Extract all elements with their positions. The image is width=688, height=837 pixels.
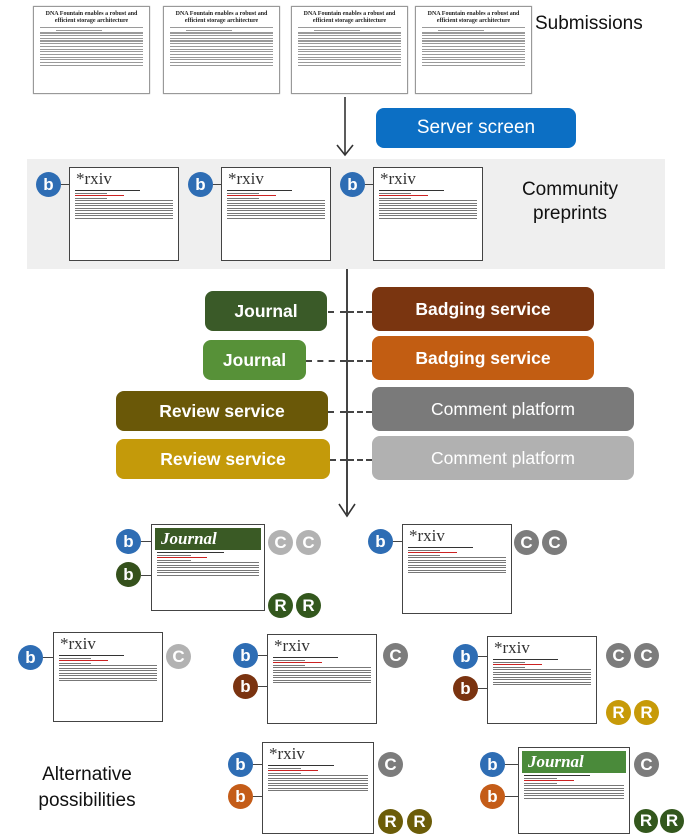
submissions-label: Submissions (535, 13, 643, 34)
submission-paper: DNA Fountain enables a robust and effici… (415, 6, 532, 94)
review-service-box-dark: Review service (116, 391, 328, 431)
server-screen-box: Server screen (376, 108, 576, 148)
c-badge-icon: C (378, 752, 403, 777)
b-badge-icon: b (188, 172, 213, 197)
badging-service-box-light: Badging service (372, 336, 594, 380)
paper-title: DNA Fountain enables a robust and effici… (427, 11, 520, 24)
b-badge-icon: b (368, 529, 393, 554)
badging-service-box-dark: Badging service (372, 287, 594, 331)
preprint-server-name: *rxiv (494, 638, 530, 657)
b-badge-icon: b (228, 752, 253, 777)
b-badge-icon: b (228, 784, 253, 809)
preprint-server-name: *rxiv (76, 169, 112, 188)
paper-title: DNA Fountain enables a robust and effici… (303, 11, 396, 24)
b-badge-icon: b (36, 172, 61, 197)
journal-box-light: Journal (203, 340, 306, 380)
preprint-card: *rxiv (53, 632, 163, 722)
preprint-server-name: *rxiv (274, 636, 310, 655)
c-badge-icon: C (514, 530, 539, 555)
b-badge-icon: b (233, 674, 258, 699)
b-badge-icon: b (340, 172, 365, 197)
b-badge-icon: b (116, 562, 141, 587)
services-spine (346, 269, 348, 514)
submission-paper: DNA Fountain enables a robust and effici… (291, 6, 408, 94)
c-badge-icon: C (634, 643, 659, 668)
journal-article-card: Journal (518, 747, 630, 834)
preprint-card: *rxiv (69, 167, 179, 261)
alternative-possibilities-label: Alternative possibilities (38, 764, 136, 811)
community-preprints-label: Community preprints (521, 179, 619, 224)
c-badge-icon: C (606, 643, 631, 668)
preprint-card: *rxiv (221, 167, 331, 261)
submission-paper: DNA Fountain enables a robust and effici… (33, 6, 150, 94)
r-badge-icon: R (268, 593, 293, 618)
b-badge-icon: b (453, 644, 478, 669)
c-badge-icon: C (383, 643, 408, 668)
comment-platform-box-dark: Comment platform (372, 387, 634, 431)
r-badge-icon: R (378, 809, 403, 834)
paper-title: DNA Fountain enables a robust and effici… (175, 11, 268, 24)
preprint-card: *rxiv (267, 634, 377, 724)
c-badge-icon: C (296, 530, 321, 555)
journal-box-dark: Journal (205, 291, 327, 331)
preprint-card: *rxiv (402, 524, 512, 614)
paper-title: DNA Fountain enables a robust and effici… (45, 11, 138, 24)
b-badge-icon: b (480, 784, 505, 809)
r-badge-icon: R (407, 809, 432, 834)
b-badge-icon: b (480, 752, 505, 777)
b-badge-icon: b (453, 676, 478, 701)
b-badge-icon: b (233, 643, 258, 668)
journal-article-card: Journal (151, 524, 265, 611)
c-badge-icon: C (268, 530, 293, 555)
journal-name: Journal (522, 751, 626, 773)
r-badge-icon: R (634, 700, 659, 725)
comment-platform-box-light: Comment platform (372, 436, 634, 480)
preprint-card: *rxiv (373, 167, 483, 261)
b-badge-icon: b (116, 529, 141, 554)
r-badge-icon: R (606, 700, 631, 725)
c-badge-icon: C (634, 752, 659, 777)
preprint-server-name: *rxiv (409, 526, 445, 545)
b-badge-icon: b (18, 645, 43, 670)
flow-arrow (336, 97, 354, 157)
flow-arrow (338, 503, 356, 518)
r-badge-icon: R (296, 593, 321, 618)
review-service-box-light: Review service (116, 439, 330, 479)
r-badge-icon: R (660, 809, 684, 833)
preprint-server-name: *rxiv (228, 169, 264, 188)
preprint-card: *rxiv (487, 636, 597, 724)
c-badge-icon: C (542, 530, 567, 555)
submission-paper: DNA Fountain enables a robust and effici… (163, 6, 280, 94)
preprint-server-name: *rxiv (380, 169, 416, 188)
preprint-server-name: *rxiv (269, 744, 305, 763)
preprint-card: *rxiv (262, 742, 374, 834)
r-badge-icon: R (634, 809, 658, 833)
preprint-server-name: *rxiv (60, 634, 96, 653)
journal-name: Journal (155, 528, 261, 550)
c-badge-icon: C (166, 644, 191, 669)
